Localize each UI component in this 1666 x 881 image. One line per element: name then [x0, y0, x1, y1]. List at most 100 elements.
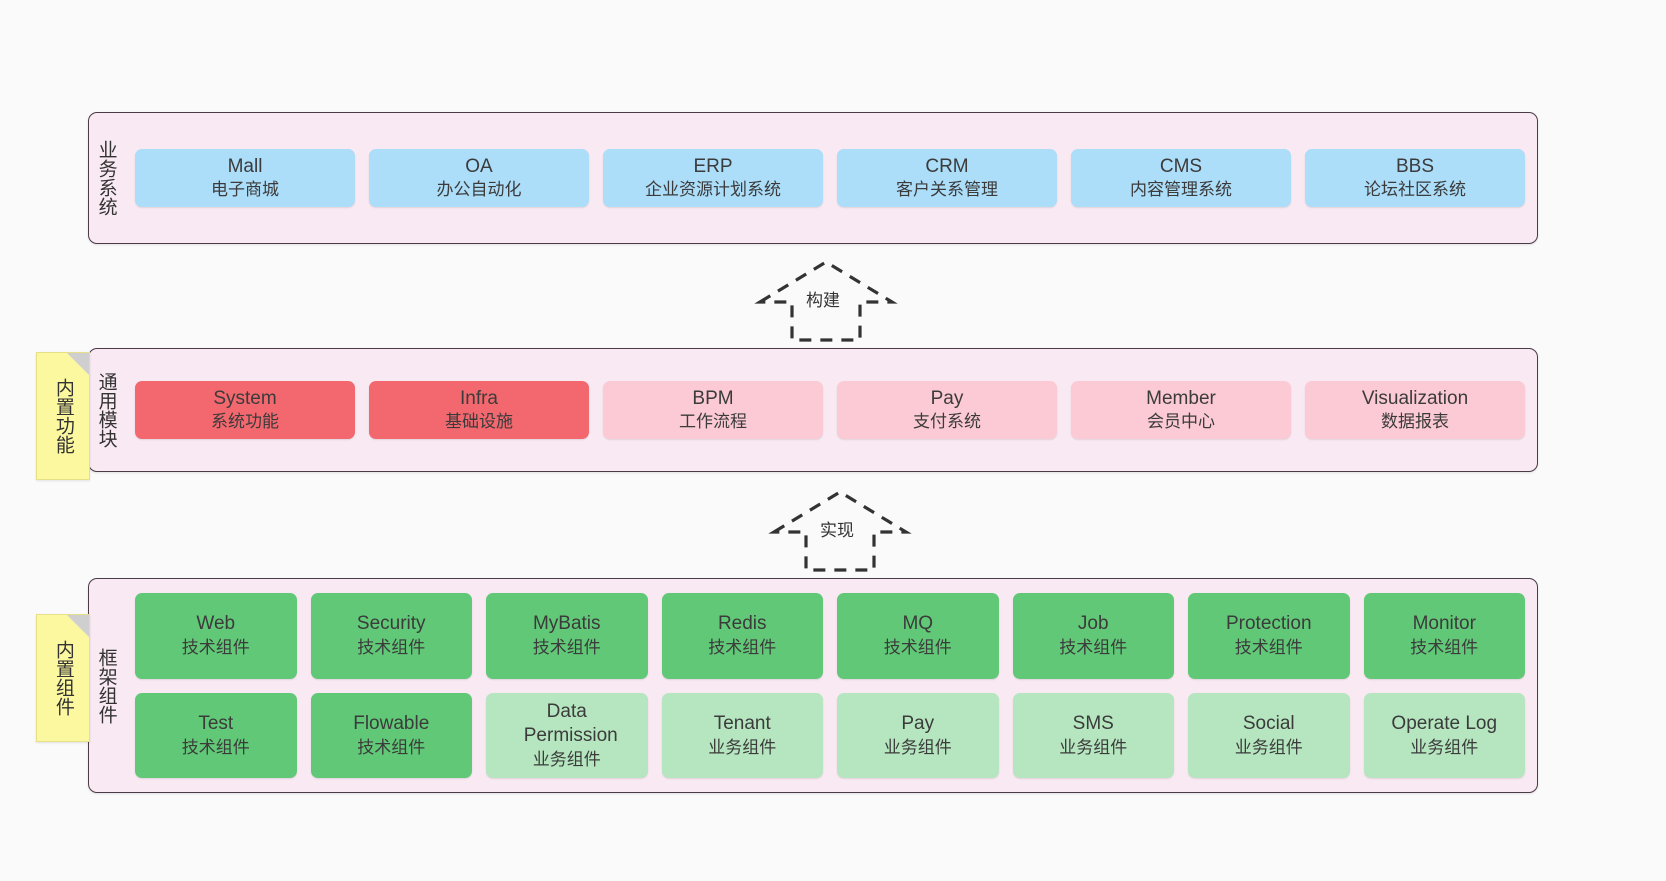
node-title: Pay [901, 712, 935, 734]
node-desc: 内容管理系统 [1130, 180, 1232, 200]
node-desc: 技术组件 [181, 737, 250, 757]
node-protection[interactable]: Protection 技术组件 [1188, 593, 1350, 679]
node-sms[interactable]: SMS 业务组件 [1012, 692, 1174, 778]
node-crm[interactable]: CRM 客户关系管理 [837, 148, 1057, 208]
node-desc: 业务组件 [532, 749, 601, 769]
node-desc: 电子商城 [211, 180, 279, 200]
note-fold-icon [67, 615, 89, 637]
node-title: Web [196, 613, 236, 635]
node-erp[interactable]: ERP 企业资源计划系统 [603, 148, 823, 208]
node-desc: 业务组件 [1410, 737, 1479, 757]
layer-title-framework-components: 框架组件 [95, 647, 117, 724]
node-security[interactable]: Security 技术组件 [310, 593, 472, 679]
node-visualization[interactable]: Visualization 数据报表 [1305, 380, 1525, 440]
layer-title-common-modules: 通用模块 [95, 372, 117, 448]
node-mall[interactable]: Mall 电子商城 [135, 148, 355, 208]
node-member[interactable]: Member 会员中心 [1071, 380, 1291, 440]
node-mybatis[interactable]: MyBatis 技术组件 [486, 593, 648, 679]
node-social[interactable]: Social 业务组件 [1188, 692, 1350, 778]
node-desc: 基础设施 [445, 412, 513, 432]
layer-business-systems: 业务系统 Mall 电子商城 OA 办公自动化 ERP 企业资源计划系统 CRM… [88, 112, 1538, 244]
node-title: BPM [692, 387, 734, 409]
node-flowable[interactable]: Flowable 技术组件 [310, 692, 472, 778]
framework-row-business: Test 技术组件 Flowable 技术组件 Data Permission … [135, 692, 1525, 778]
node-desc: 系统功能 [211, 412, 279, 432]
note-label: 内置功能 [52, 378, 74, 454]
node-bpm[interactable]: BPM 工作流程 [603, 380, 823, 440]
node-desc: 技术组件 [532, 638, 601, 658]
node-title: Flowable [353, 712, 430, 734]
node-title: System [213, 387, 277, 409]
node-title: Infra [459, 387, 499, 409]
node-title: Protection [1225, 613, 1312, 635]
node-desc: 会员中心 [1147, 412, 1215, 432]
node-title: Test [198, 712, 234, 734]
connector-build: 构建 [752, 256, 904, 344]
node-operate-log[interactable]: Operate Log 业务组件 [1363, 692, 1525, 778]
node-mq[interactable]: MQ 技术组件 [837, 593, 999, 679]
node-desc: 技术组件 [708, 638, 777, 658]
connector-build-label: 构建 [804, 286, 842, 311]
node-desc: 技术组件 [1059, 638, 1128, 658]
layer-title-business-systems: 业务系统 [95, 140, 117, 216]
note-builtin-functions: 内置功能 [36, 352, 90, 480]
node-pay-business[interactable]: Pay 业务组件 [837, 692, 999, 778]
node-title: Pay [930, 387, 964, 409]
connector-implement-label: 实现 [818, 516, 856, 541]
node-desc: 企业资源计划系统 [645, 180, 781, 200]
connector-implement: 实现 [766, 486, 918, 574]
node-oa[interactable]: OA 办公自动化 [369, 148, 589, 208]
node-title: Data Permission [523, 700, 618, 747]
node-title: Social [1242, 712, 1295, 734]
note-label: 内置组件 [52, 640, 74, 716]
node-title: Job [1077, 613, 1109, 635]
node-desc: 数据报表 [1381, 412, 1449, 432]
layer-body-framework-components: Web 技术组件 Security 技术组件 MyBatis 技术组件 Redi… [123, 579, 1537, 792]
node-desc: 技术组件 [883, 638, 952, 658]
node-desc: 技术组件 [1410, 638, 1479, 658]
node-title: ERP [693, 155, 733, 177]
node-desc: 业务组件 [883, 737, 952, 757]
node-infra[interactable]: Infra 基础设施 [369, 380, 589, 440]
node-desc: 业务组件 [1234, 737, 1303, 757]
node-data-permission[interactable]: Data Permission 业务组件 [486, 692, 648, 778]
node-desc: 客户关系管理 [896, 180, 998, 200]
node-title: Mall [227, 155, 263, 177]
node-title: Tenant [713, 712, 771, 734]
node-desc: 技术组件 [357, 638, 426, 658]
node-title: MyBatis [532, 613, 601, 635]
node-title: BBS [1395, 155, 1435, 177]
node-desc: 技术组件 [1234, 638, 1303, 658]
node-pay[interactable]: Pay 支付系统 [837, 380, 1057, 440]
note-fold-icon [67, 353, 89, 375]
node-web[interactable]: Web 技术组件 [135, 593, 297, 679]
node-job[interactable]: Job 技术组件 [1012, 593, 1174, 679]
layer-body-business-systems: Mall 电子商城 OA 办公自动化 ERP 企业资源计划系统 CRM 客户关系… [123, 113, 1537, 243]
node-title: CMS [1159, 155, 1203, 177]
node-title: Operate Log [1391, 712, 1498, 734]
node-title: Security [356, 613, 426, 635]
node-bbs[interactable]: BBS 论坛社区系统 [1305, 148, 1525, 208]
layer-framework-components: 框架组件 Web 技术组件 Security 技术组件 MyBatis 技术组件… [88, 578, 1538, 793]
node-desc: 技术组件 [357, 737, 426, 757]
node-desc: 论坛社区系统 [1364, 180, 1466, 200]
node-test[interactable]: Test 技术组件 [135, 692, 297, 778]
node-tenant[interactable]: Tenant 业务组件 [661, 692, 823, 778]
node-title: CRM [925, 155, 969, 177]
node-title: Visualization [1361, 387, 1469, 409]
node-title: Redis [717, 613, 767, 635]
node-cms[interactable]: CMS 内容管理系统 [1071, 148, 1291, 208]
node-desc: 办公自动化 [436, 180, 522, 200]
note-builtin-components: 内置组件 [36, 614, 90, 742]
node-system[interactable]: System 系统功能 [135, 380, 355, 440]
node-title: Member [1146, 387, 1216, 409]
node-redis[interactable]: Redis 技术组件 [661, 593, 823, 679]
node-desc: 支付系统 [913, 412, 981, 432]
framework-row-technical: Web 技术组件 Security 技术组件 MyBatis 技术组件 Redi… [135, 593, 1525, 679]
layer-common-modules: 通用模块 System 系统功能 Infra 基础设施 BPM 工作流程 Pay… [88, 348, 1538, 472]
node-desc: 业务组件 [1059, 737, 1128, 757]
node-desc: 工作流程 [679, 412, 747, 432]
node-monitor[interactable]: Monitor 技术组件 [1363, 593, 1525, 679]
node-title: MQ [902, 613, 934, 635]
